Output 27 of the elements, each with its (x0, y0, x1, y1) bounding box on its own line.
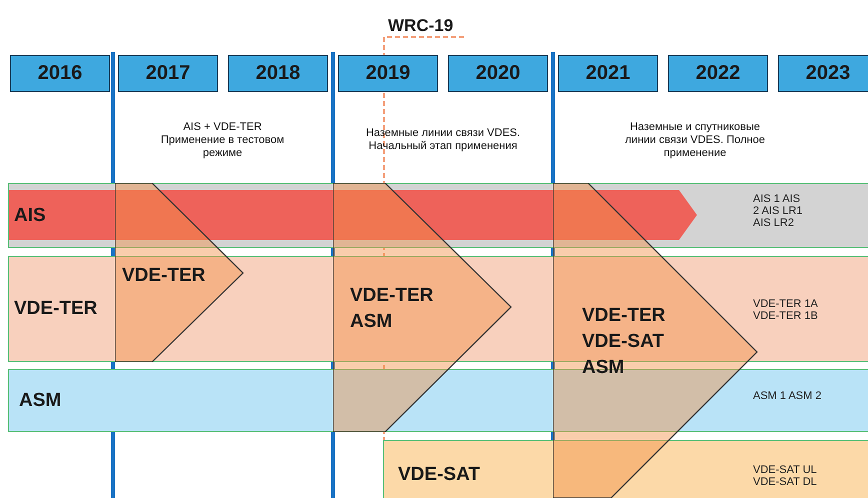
chevron-label: VDE-TER VDE-SAT ASM (582, 304, 666, 380)
row-title: VDE-TER (14, 298, 98, 320)
phase-description: AIS + VDE-TER Применение в тестовом режиме (160, 121, 286, 160)
year-box: 2019 (338, 55, 438, 92)
phase-description: Наземные линии связи VDES. Начальный этап применения (364, 127, 522, 153)
year-box: 2020 (448, 55, 548, 92)
milestone-label: WRC-19 (388, 16, 454, 36)
year-box: 2021 (558, 55, 658, 92)
phase-highlight (115, 183, 245, 362)
year-box: 2018 (228, 55, 328, 92)
variant-list: VDE-TER 1A VDE-TER 1B (753, 298, 828, 322)
row-title: VDE-SAT (398, 464, 480, 486)
row-title: ASM (19, 390, 62, 412)
variant-list: AIS 1 AIS 2 AIS LR1 AIS LR2 (753, 192, 808, 228)
variant-list: ASM 1 ASM 2 (753, 390, 828, 402)
variant-list: VDE-SAT UL VDE-SAT DL (753, 464, 828, 488)
chevron-label: VDE-TER (122, 264, 206, 288)
year-box: 2016 (10, 55, 110, 92)
timeline-band (8, 183, 868, 248)
year-box: 2017 (118, 55, 218, 92)
phase-highlight (333, 183, 513, 432)
chevron-label: VDE-TER ASM (350, 284, 434, 334)
year-box: 2023 (778, 55, 868, 92)
phase-description: Наземные и спутниковые линии связи VDES. Полное применение (624, 121, 766, 160)
timeline-band (383, 440, 868, 498)
year-box: 2022 (668, 55, 768, 92)
row-title: AIS (14, 204, 46, 226)
